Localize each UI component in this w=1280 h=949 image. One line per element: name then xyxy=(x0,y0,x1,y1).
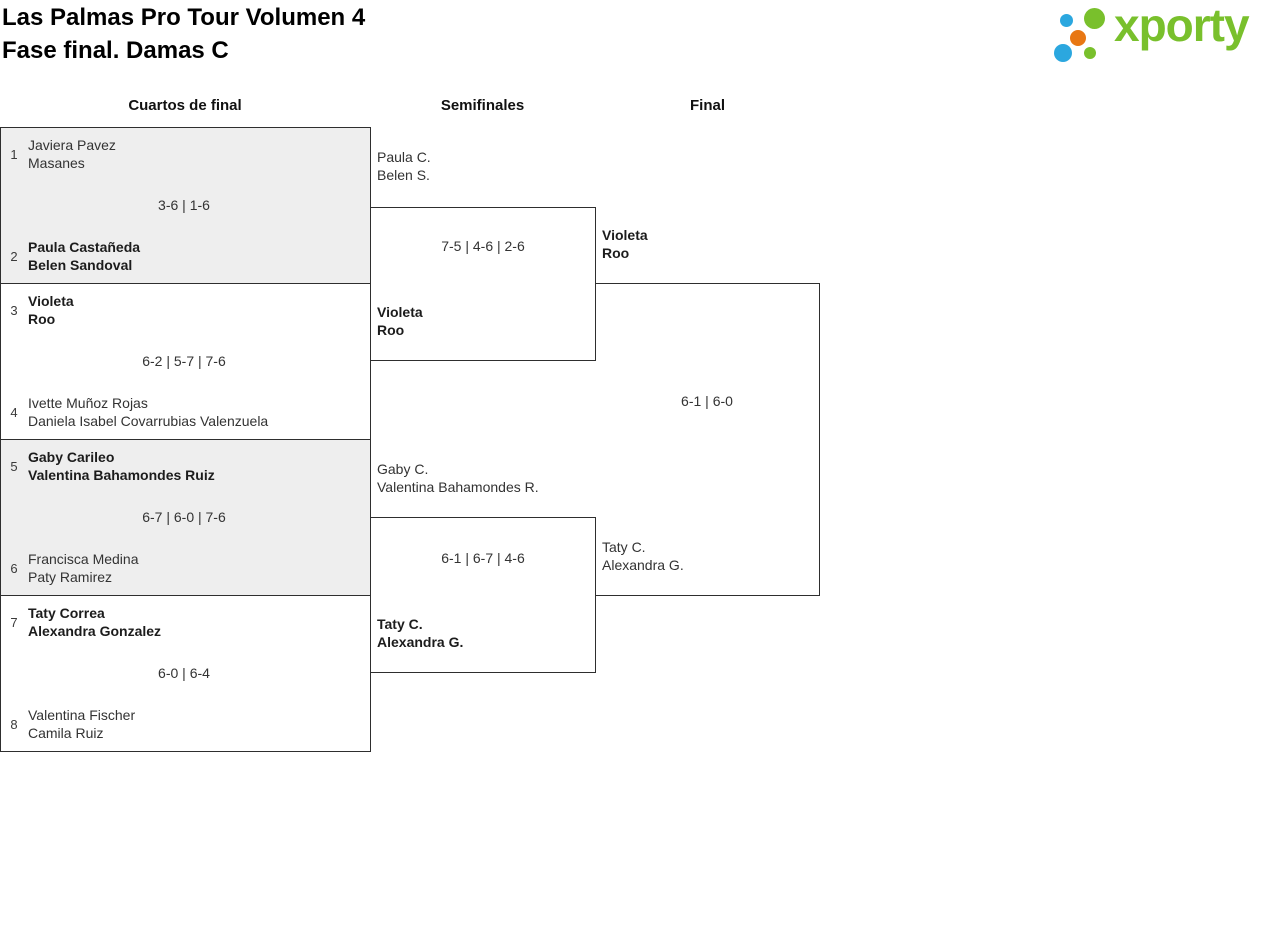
round-header-quarterfinals: Cuartos de final xyxy=(128,97,242,114)
final-match-box: 6-1 | 6-0 xyxy=(595,283,820,596)
player-1-name: Violeta xyxy=(28,293,74,309)
final-team-top: Violeta Roo xyxy=(602,226,648,262)
qf2-score: 6-2 | 5-7 | 7-6 xyxy=(142,353,226,369)
sf1-score: 7-5 | 4-6 | 2-6 xyxy=(441,238,525,254)
logo-wordmark: xporty xyxy=(1114,0,1250,51)
qf-match-4: 7 Taty Correa Alexandra Gonzalez 6-0 | 6… xyxy=(0,595,371,752)
round-header-semifinals: Semifinales xyxy=(440,97,525,114)
logo-dot-green-big-icon xyxy=(1084,8,1105,29)
player-1-name: Violeta xyxy=(377,304,423,320)
logo-dot-blue-big-icon xyxy=(1054,44,1072,62)
player-1-name: Paula C. xyxy=(377,149,431,165)
round-header-final: Final xyxy=(689,97,725,114)
logo-dot-orange-icon xyxy=(1070,30,1086,46)
player-1-name: Gaby C. xyxy=(377,461,429,477)
qf4-team-bottom: 8 Valentina Fischer Camila Ruiz xyxy=(6,706,362,742)
player-2-name: Roo xyxy=(602,245,630,261)
qf1-team-bottom: 2 Paula Castañeda Belen Sandoval xyxy=(6,238,362,274)
page-title: Las Palmas Pro Tour Volumen 4 Fase final… xyxy=(2,1,365,67)
player-1-name: Taty C. xyxy=(377,616,423,632)
final-score: 6-1 | 6-0 xyxy=(681,393,733,409)
player-2-name: Camila Ruiz xyxy=(28,725,104,741)
qf3-team-bottom: 6 Francisca Medina Paty Ramirez xyxy=(6,550,362,586)
team-names: Francisca Medina Paty Ramirez xyxy=(28,550,139,586)
seed-number: 6 xyxy=(10,560,18,576)
qf1-score: 3-6 | 1-6 xyxy=(158,197,210,213)
player-1-name: Francisca Medina xyxy=(28,551,139,567)
player-2-name: Paty Ramirez xyxy=(28,569,113,585)
player-2-name: Roo xyxy=(28,311,56,327)
player-1-name: Paula Castañeda xyxy=(28,239,141,255)
team-names: Violeta Roo xyxy=(28,292,74,328)
player-2-name: Belen S. xyxy=(377,167,430,183)
player-2-name: Belen Sandoval xyxy=(28,257,133,273)
sf2-team-top: Gaby C. Valentina Bahamondes R. xyxy=(377,460,539,496)
seed-number: 7 xyxy=(10,614,18,630)
qf1-team-top: 1 Javiera Pavez Masanes xyxy=(6,136,362,172)
player-2-name: Daniela Isabel Covarrubias Valenzuela xyxy=(28,413,269,429)
qf3-team-top: 5 Gaby Carileo Valentina Bahamondes Ruiz xyxy=(6,448,362,484)
player-1-name: Ivette Muñoz Rojas xyxy=(28,395,148,411)
sf-match-2-box: 6-1 | 6-7 | 4-6 xyxy=(370,517,596,673)
seed-number: 8 xyxy=(10,716,18,732)
player-1-name: Javiera Pavez xyxy=(28,137,116,153)
player-2-name: Masanes xyxy=(28,155,85,171)
qf3-score: 6-7 | 6-0 | 7-6 xyxy=(142,509,226,525)
sf1-team-top: Paula C. Belen S. xyxy=(377,148,431,184)
player-2-name: Roo xyxy=(377,322,405,338)
team-names: Valentina Fischer Camila Ruiz xyxy=(28,706,135,742)
player-1-name: Gaby Carileo xyxy=(28,449,115,465)
xporty-logo: xporty xyxy=(1050,0,1280,72)
player-2-name: Alexandra G. xyxy=(377,634,464,650)
player-2-name: Valentina Bahamondes R. xyxy=(377,479,539,495)
seed-number: 3 xyxy=(10,302,18,318)
team-names: Javiera Pavez Masanes xyxy=(28,136,116,172)
tournament-name: Las Palmas Pro Tour Volumen 4 xyxy=(2,4,366,31)
seed-number: 2 xyxy=(10,248,18,264)
sf2-team-bottom: Taty C. Alexandra G. xyxy=(377,615,463,651)
player-1-name: Valentina Fischer xyxy=(28,707,136,723)
sf2-score: 6-1 | 6-7 | 4-6 xyxy=(441,550,525,566)
qf4-score: 6-0 | 6-4 xyxy=(158,665,210,681)
seed-number: 5 xyxy=(10,458,18,474)
team-names: Taty Correa Alexandra Gonzalez xyxy=(28,604,161,640)
phase-category: Fase final. Damas C xyxy=(2,37,229,64)
team-names: Ivette Muñoz Rojas Daniela Isabel Covarr… xyxy=(28,394,268,430)
player-2-name: Alexandra G. xyxy=(602,557,684,573)
player-1-name: Violeta xyxy=(602,227,648,243)
team-names: Paula Castañeda Belen Sandoval xyxy=(28,238,140,274)
team-names: Gaby Carileo Valentina Bahamondes Ruiz xyxy=(28,448,215,484)
qf-match-1: 1 Javiera Pavez Masanes 3-6 | 1-6 2 Paul… xyxy=(0,127,371,284)
seed-number: 4 xyxy=(10,404,18,420)
player-2-name: Valentina Bahamondes Ruiz xyxy=(28,467,215,483)
qf-match-3: 5 Gaby Carileo Valentina Bahamondes Ruiz… xyxy=(0,439,371,596)
qf4-team-top: 7 Taty Correa Alexandra Gonzalez xyxy=(6,604,362,640)
player-1-name: Taty C. xyxy=(602,539,646,555)
sf1-team-bottom: Violeta Roo xyxy=(377,303,423,339)
player-1-name: Taty Correa xyxy=(28,605,105,621)
qf2-team-top: 3 Violeta Roo xyxy=(6,292,362,328)
final-team-bottom: Taty C. Alexandra G. xyxy=(602,538,684,574)
sf-match-1-box: 7-5 | 4-6 | 2-6 xyxy=(370,207,596,361)
player-2-name: Alexandra Gonzalez xyxy=(28,623,162,639)
qf-match-2: 3 Violeta Roo 6-2 | 5-7 | 7-6 4 Ivette M… xyxy=(0,283,371,440)
qf2-team-bottom: 4 Ivette Muñoz Rojas Daniela Isabel Cova… xyxy=(6,394,362,430)
logo-dot-blue-small-icon xyxy=(1060,14,1073,27)
logo-dot-green-small-icon xyxy=(1084,47,1096,59)
seed-number: 1 xyxy=(10,146,18,162)
